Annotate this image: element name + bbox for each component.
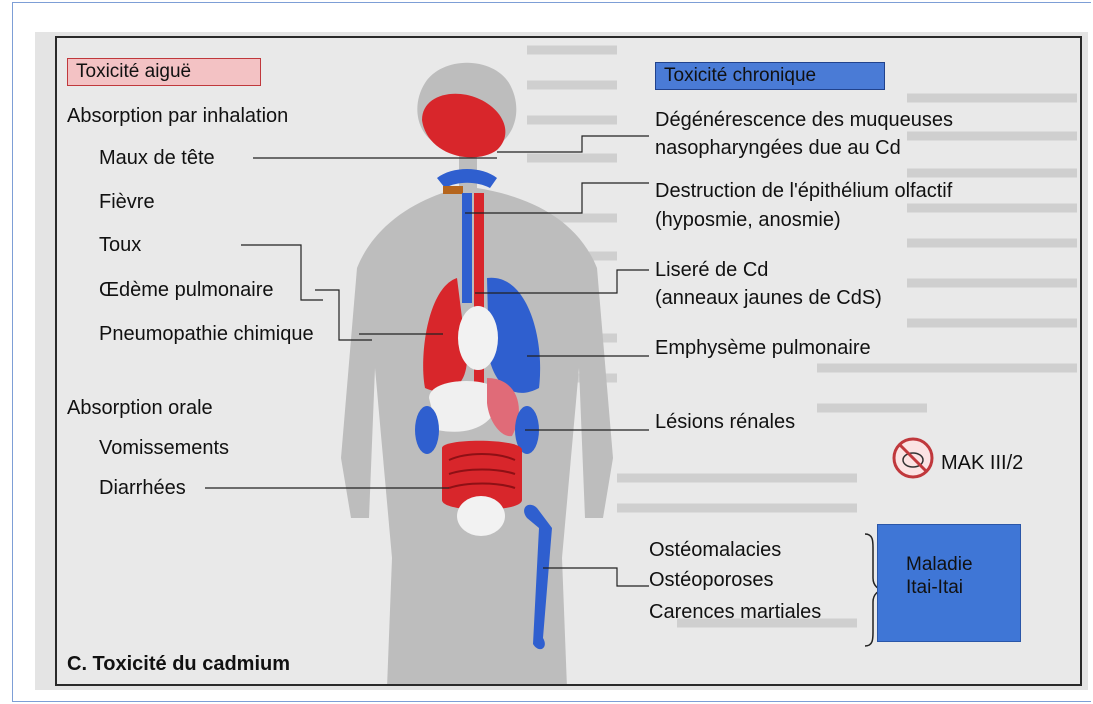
acute-item-chemical-pneumopathy: Pneumopathie chimique	[99, 322, 314, 346]
bladder-organ	[457, 496, 505, 536]
nose-tooth-region	[443, 186, 463, 194]
inhalation-heading: Absorption par inhalation	[67, 104, 288, 128]
chronic-toxicity-title: Toxicité chronique	[655, 62, 885, 90]
cadmium-toxicity-panel: Toxicité aiguë Toxicité chronique Absorp…	[55, 36, 1082, 686]
left-kidney-organ	[415, 406, 439, 454]
oral-heading: Absorption orale	[67, 396, 213, 420]
acute-item-headache: Maux de tête	[99, 146, 215, 170]
itai-itai-label: Maladie Itai-Itai	[906, 553, 973, 599]
chronic-item-renal-lesions: Lésions rénales	[655, 410, 795, 434]
chronic-item-olfactory-line2: (hyposmie, anosmie)	[655, 208, 841, 232]
acute-item-pulmonary-edema: Œdème pulmonaire	[99, 278, 274, 302]
bone-item-iron-deficiency: Carences martiales	[649, 600, 821, 624]
itai-itai-box: Maladie Itai-Itai	[877, 524, 1021, 642]
acute-item-fever: Fièvre	[99, 190, 155, 214]
bone-item-osteoporosis: Ostéoporoses	[649, 568, 774, 592]
chronic-item-mucosa-line2: nasopharyngées due au Cd	[655, 136, 901, 160]
acute-item-cough: Toux	[99, 233, 141, 257]
chronic-item-mucosa-line1: Dégénérescence des muqueuses	[655, 108, 953, 132]
heart-organ	[458, 306, 498, 370]
acute-item-diarrhea: Diarrhées	[99, 476, 186, 500]
figure-caption: C. Toxicité du cadmium	[67, 652, 290, 676]
chronic-item-olfactory-line1: Destruction de l'épithélium olfactif	[655, 179, 952, 203]
chronic-item-cd-line-line2: (anneaux jaunes de CdS)	[655, 286, 882, 310]
chronic-item-emphysema: Emphysème pulmonaire	[655, 336, 871, 360]
mak-label: MAK III/2	[941, 451, 1023, 475]
acute-item-vomiting: Vomissements	[99, 436, 229, 460]
bone-item-osteomalacia: Ostéomalacies	[649, 538, 781, 562]
trachea	[462, 193, 472, 303]
esophagus	[474, 193, 484, 403]
acute-toxicity-title: Toxicité aiguë	[67, 58, 261, 86]
mak-prohibition-icon	[894, 439, 932, 477]
chronic-item-cd-line-line1: Liseré de Cd	[655, 258, 768, 282]
